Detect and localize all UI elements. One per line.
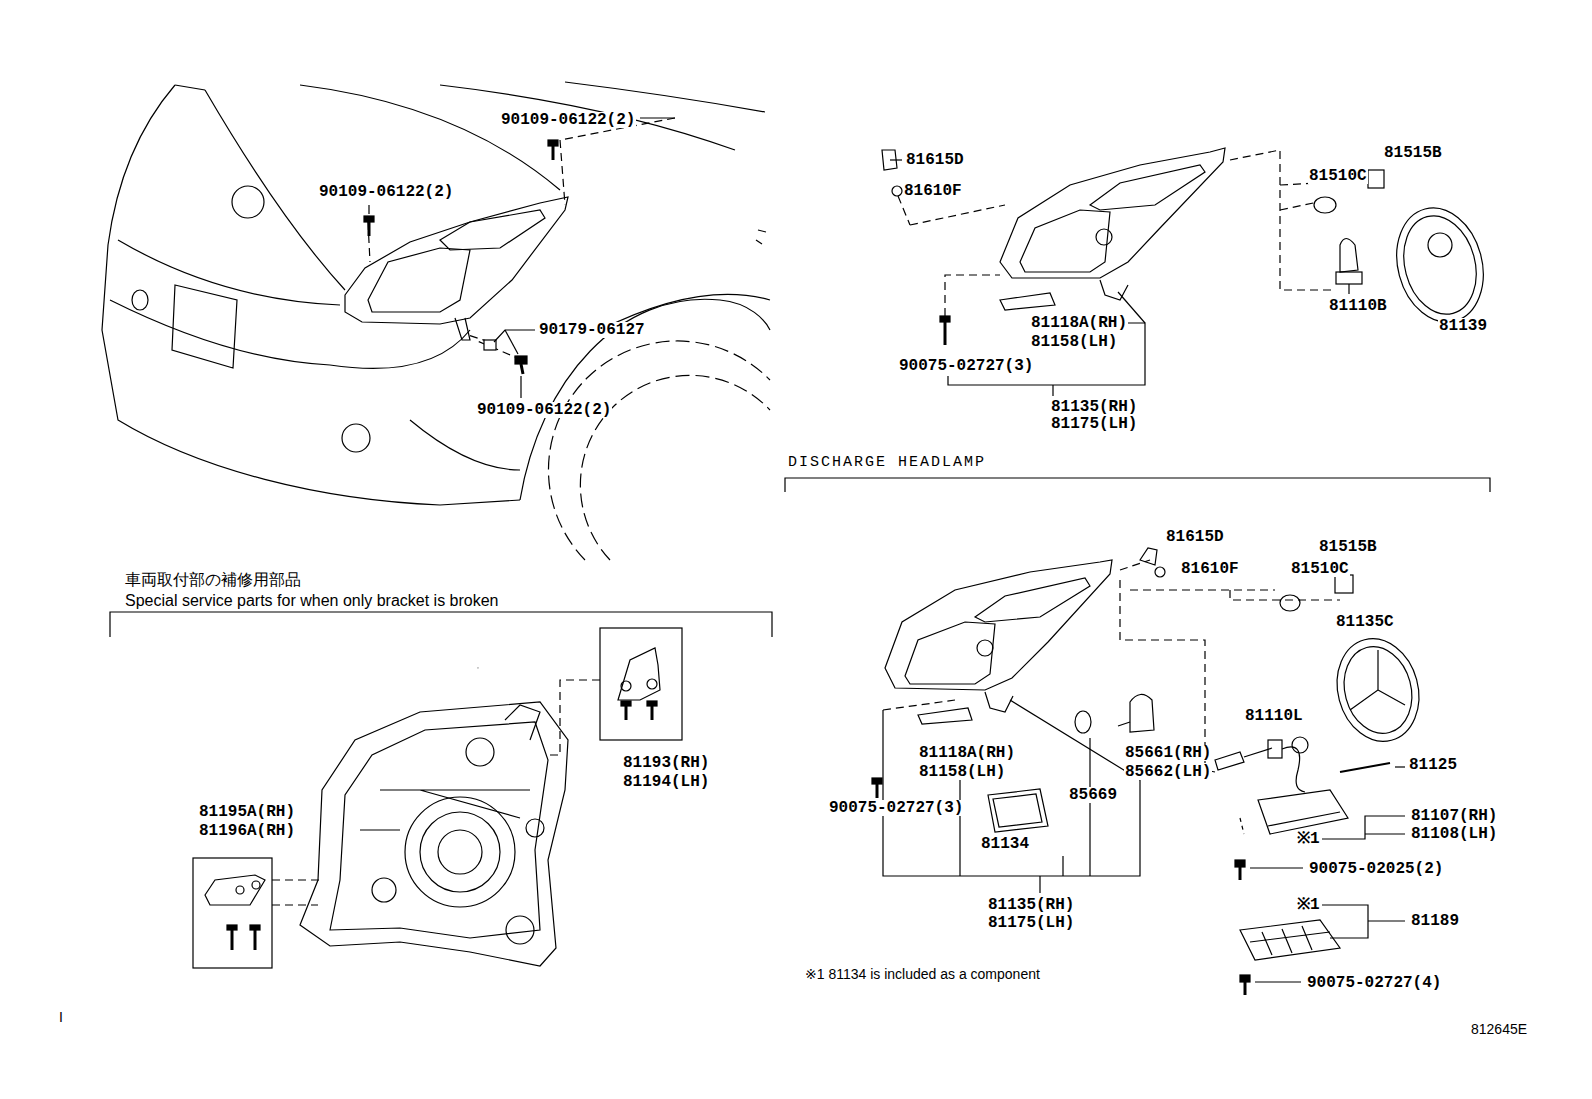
callout-number: 81134	[980, 836, 1030, 852]
note-text: 812645E	[1470, 1022, 1528, 1036]
callout-number: 85662(LH)	[1124, 764, 1212, 780]
callout-number: ※1	[1296, 831, 1321, 847]
callout-number: 81118A(RH)	[918, 745, 1016, 761]
callout-number: 90179-06127	[538, 322, 646, 338]
callout-number: 81193(RH)	[622, 755, 710, 771]
section-bracket	[785, 478, 1490, 492]
callout-number: 81196A(RH)	[198, 823, 296, 839]
callout-number: 81515B	[1318, 539, 1378, 555]
note-text: 車両取付部の補修用部品	[124, 572, 302, 588]
headlamp-on-car	[345, 140, 568, 360]
callout-number: 90075-02025(2)	[1308, 861, 1444, 877]
callout-number: 81610F	[1180, 561, 1240, 577]
bracket-part-box	[600, 628, 682, 740]
callout-number: 81610F	[903, 183, 963, 199]
section-bracket	[110, 612, 772, 637]
callout-number: 81615D	[1165, 529, 1225, 545]
callout-number: 81158(LH)	[918, 764, 1006, 780]
callout-number: 85669	[1068, 787, 1118, 803]
housing-rear-view	[272, 668, 600, 966]
callout-number: 81110B	[1328, 298, 1388, 314]
section-heading: DISCHARGE HEADLAMP	[787, 455, 987, 470]
leader-lines	[369, 118, 675, 398]
callout-number: 81107(RH)	[1410, 808, 1498, 824]
callout-number: 81515B	[1383, 145, 1443, 161]
note-text: ※1 81134 is included as a component	[804, 967, 1041, 981]
callout-number: 90109-06122(2)	[476, 402, 612, 418]
callout-number: 81135(RH)	[987, 897, 1075, 913]
callout-number: 81510C	[1308, 168, 1368, 184]
callout-number: 81110L	[1244, 708, 1304, 724]
note-text: I	[58, 1010, 64, 1024]
discharge-headlamp-assembly	[872, 548, 1430, 995]
callout-number: 81158(LH)	[1030, 334, 1118, 350]
callout-number: 90075-02727(4)	[1306, 975, 1442, 991]
callout-number: 81118A(RH)	[1030, 315, 1128, 331]
callout-number: 81139	[1438, 318, 1488, 334]
callout-number: 81125	[1408, 757, 1458, 773]
callout-number: 90109-06122(2)	[318, 184, 454, 200]
callout-number: ※1	[1296, 897, 1321, 913]
callout-number: 81615D	[905, 152, 965, 168]
callout-number: 81135(RH)	[1050, 399, 1138, 415]
callout-number: 81135C	[1335, 614, 1395, 630]
callout-number: 90075-02727(3)	[828, 800, 964, 816]
callout-number: 90109-06122(2)	[500, 112, 636, 128]
callout-number: 85661(RH)	[1124, 745, 1212, 761]
fastener-symbols	[364, 140, 558, 374]
callout-number: 81108(LH)	[1410, 826, 1498, 842]
callout-number: 81189	[1410, 913, 1460, 929]
callout-number: 81175(LH)	[987, 915, 1075, 931]
car-outline	[102, 82, 770, 560]
headlamp-assembly	[882, 148, 1496, 396]
bracket-part-box	[193, 858, 272, 968]
note-text: Special service parts for when only brac…	[124, 593, 500, 609]
callout-number: 81175(LH)	[1050, 416, 1138, 432]
callout-number: 81195A(RH)	[198, 804, 296, 820]
callout-number: 81510C	[1290, 561, 1350, 577]
callout-number: 90075-02727(3)	[898, 358, 1034, 374]
callout-number: 81194(LH)	[622, 774, 710, 790]
